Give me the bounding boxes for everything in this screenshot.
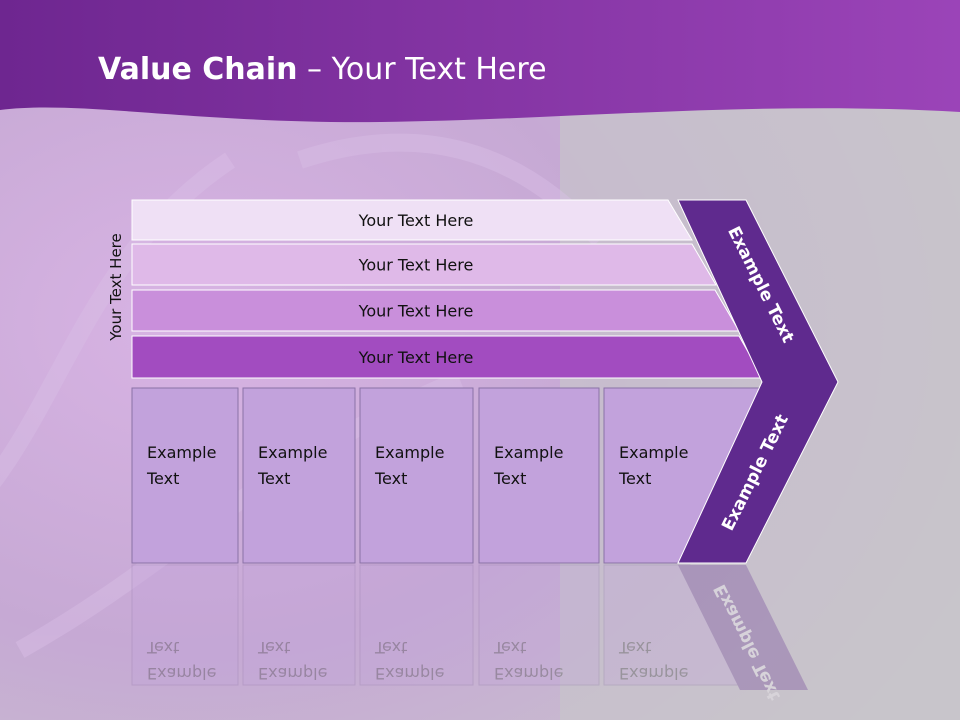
primary-column-reflection bbox=[359, 564, 474, 686]
primary-column-1 bbox=[131, 387, 239, 564]
reflection: ExampleText ExampleText ExampleText Example… bbox=[131, 564, 808, 704]
support-row-2 bbox=[131, 243, 717, 286]
primary-column-reflection-label: ExampleText bbox=[618, 638, 688, 683]
slide-title: Value Chain – Your Text Here bbox=[98, 52, 547, 87]
title-rest: – Your Text Here bbox=[297, 52, 547, 87]
primary-column-reflection bbox=[603, 564, 761, 686]
primary-column-reflection-label: ExampleText bbox=[374, 638, 444, 683]
primary-column-3 bbox=[359, 387, 474, 564]
primary-column-reflection bbox=[131, 564, 239, 686]
primary-column-reflection-label: ExampleText bbox=[257, 638, 327, 683]
support-row-label: Your Text Here bbox=[358, 348, 474, 367]
margin-chevron-reflection bbox=[678, 565, 808, 690]
margin-chevron bbox=[677, 199, 839, 564]
primary-column-4 bbox=[478, 387, 600, 564]
primary-column-reflection bbox=[478, 564, 600, 686]
support-row-label: Your Text Here bbox=[358, 211, 474, 230]
primary-column-2 bbox=[242, 387, 356, 564]
support-row-1 bbox=[131, 199, 693, 241]
support-row-label: Your Text Here bbox=[358, 302, 474, 321]
primary-column-reflection bbox=[242, 564, 356, 686]
title-bold: Value Chain bbox=[98, 52, 298, 87]
primary-column-reflection-label: ExampleText bbox=[493, 638, 563, 683]
support-row-label: Your Text Here bbox=[358, 256, 474, 275]
primary-column-reflection-label: ExampleText bbox=[146, 638, 216, 683]
